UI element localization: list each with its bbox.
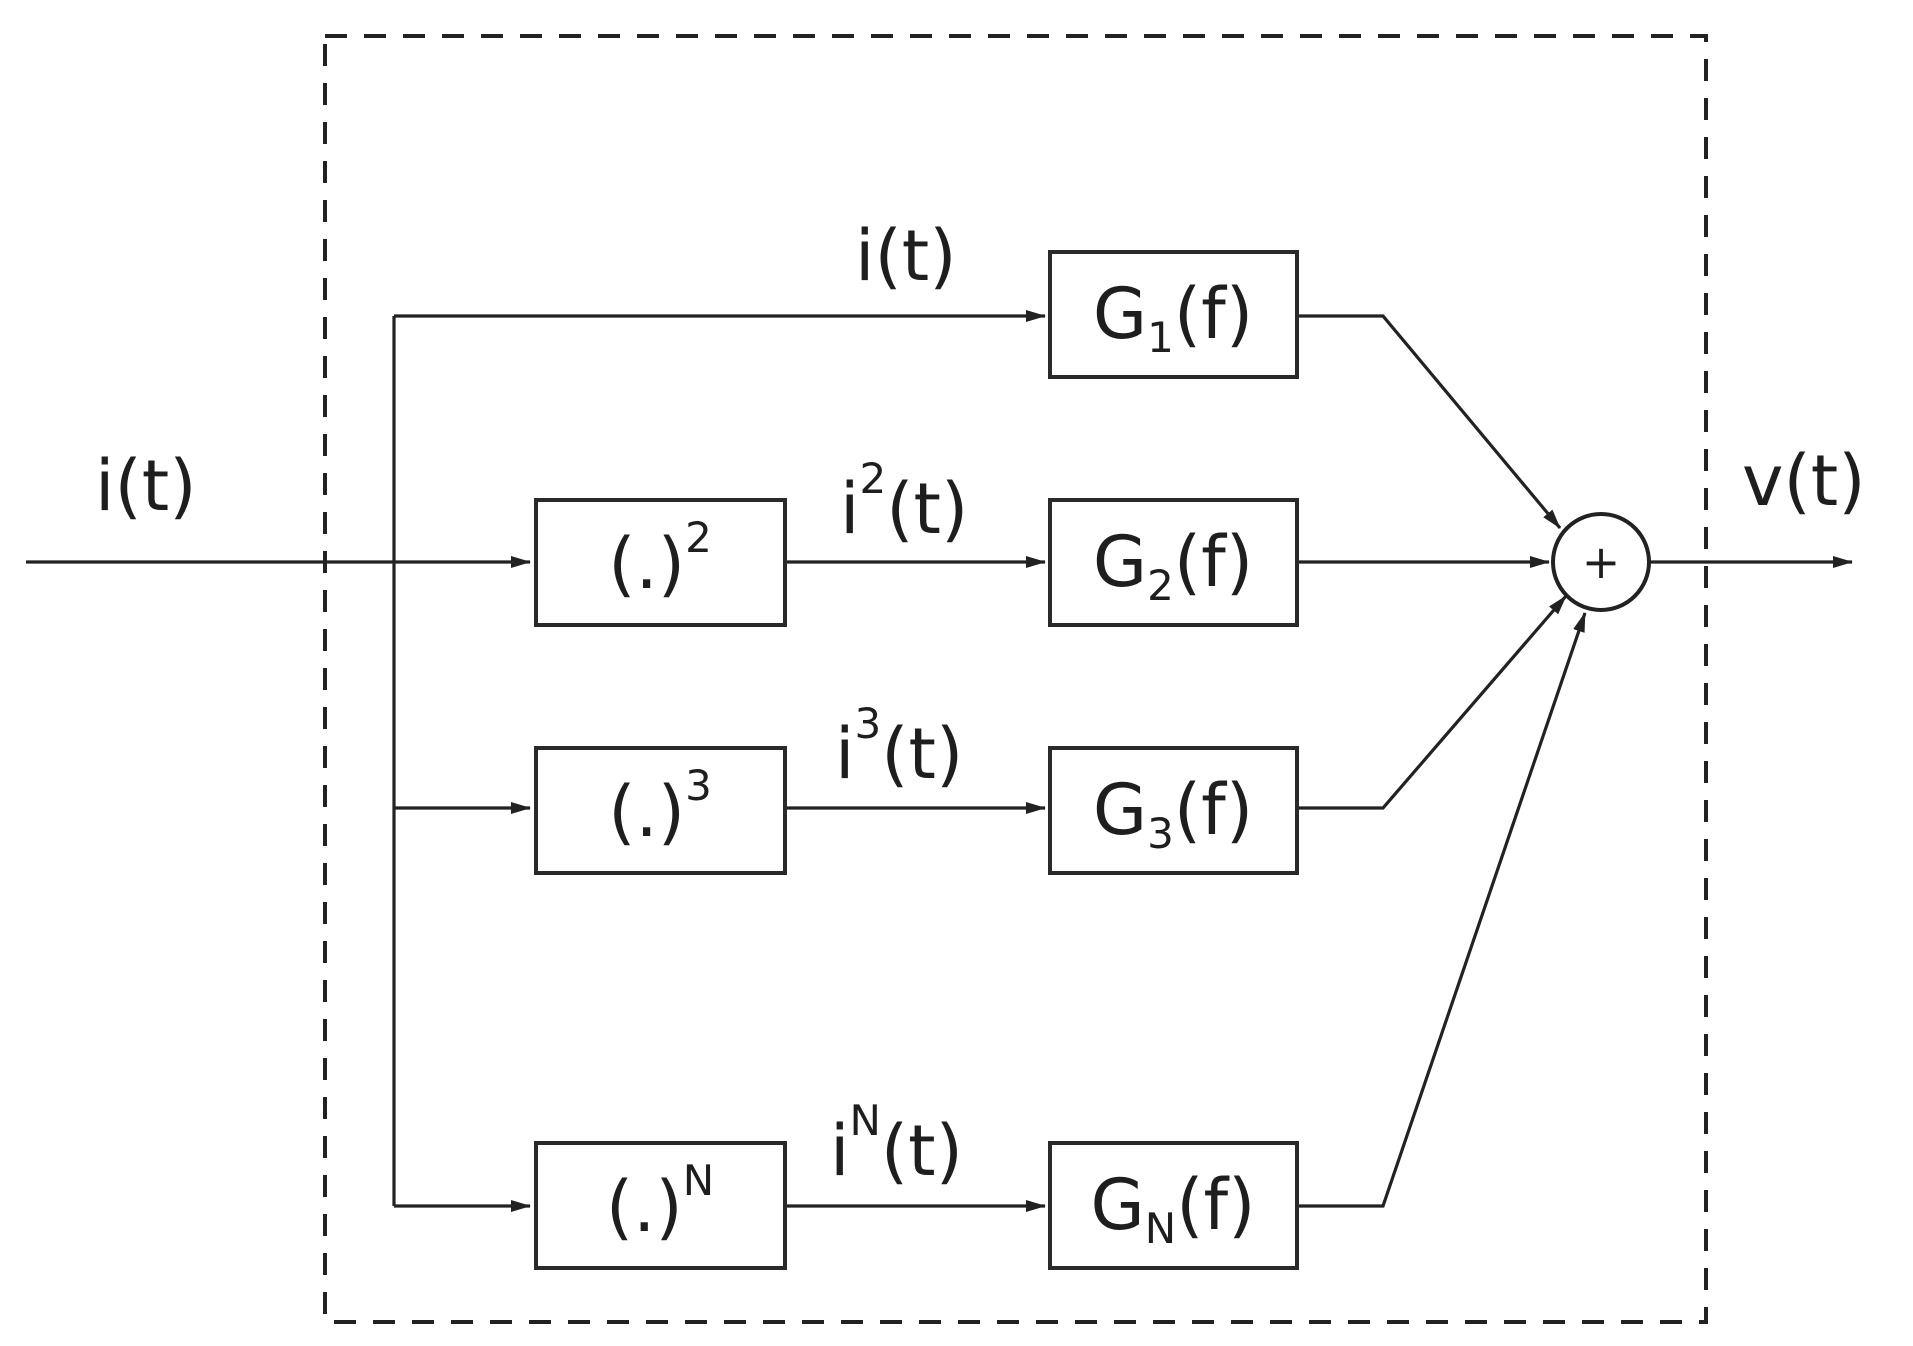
power-block-3: (.)3 (534, 746, 787, 875)
branchN-signal-label: iN(t) (830, 1096, 963, 1192)
g1-to-summer-wire (1297, 314, 1562, 530)
branch1-signal-label: i(t) (855, 215, 957, 297)
filter-block-g2: G2(f) (1048, 498, 1299, 627)
branch2-signal-label: i2(t) (840, 454, 968, 550)
svg-text:G3(f): G3(f) (1093, 769, 1253, 858)
svg-text:G1(f): G1(f) (1093, 273, 1253, 362)
g3-to-summer-wire (1297, 594, 1568, 810)
system-boundary (323, 34, 1708, 1324)
filter-block-g3: G3(f) (1048, 746, 1299, 875)
filter-block-gN: GN(f) (1048, 1141, 1299, 1270)
input-signal-label: i(t) (95, 445, 197, 527)
svg-text:(.)N: (.)N (606, 1156, 714, 1248)
summing-junction: + (1551, 512, 1651, 612)
svg-text:(.)3: (.)3 (608, 761, 712, 853)
summer-plus-icon: + (1582, 535, 1621, 589)
filter-block-g1: G1(f) (1048, 250, 1299, 379)
branch3-signal-label: i3(t) (835, 699, 963, 795)
power-block-N: (.)N (534, 1141, 787, 1270)
output-signal-label: v(t) (1742, 440, 1866, 522)
gN-to-summer-wire (1297, 612, 1587, 1208)
svg-text:(.)2: (.)2 (608, 513, 712, 605)
svg-text:GN(f): GN(f) (1091, 1164, 1256, 1253)
svg-text:G2(f): G2(f) (1093, 521, 1253, 610)
power-block-2: (.)2 (534, 498, 787, 627)
